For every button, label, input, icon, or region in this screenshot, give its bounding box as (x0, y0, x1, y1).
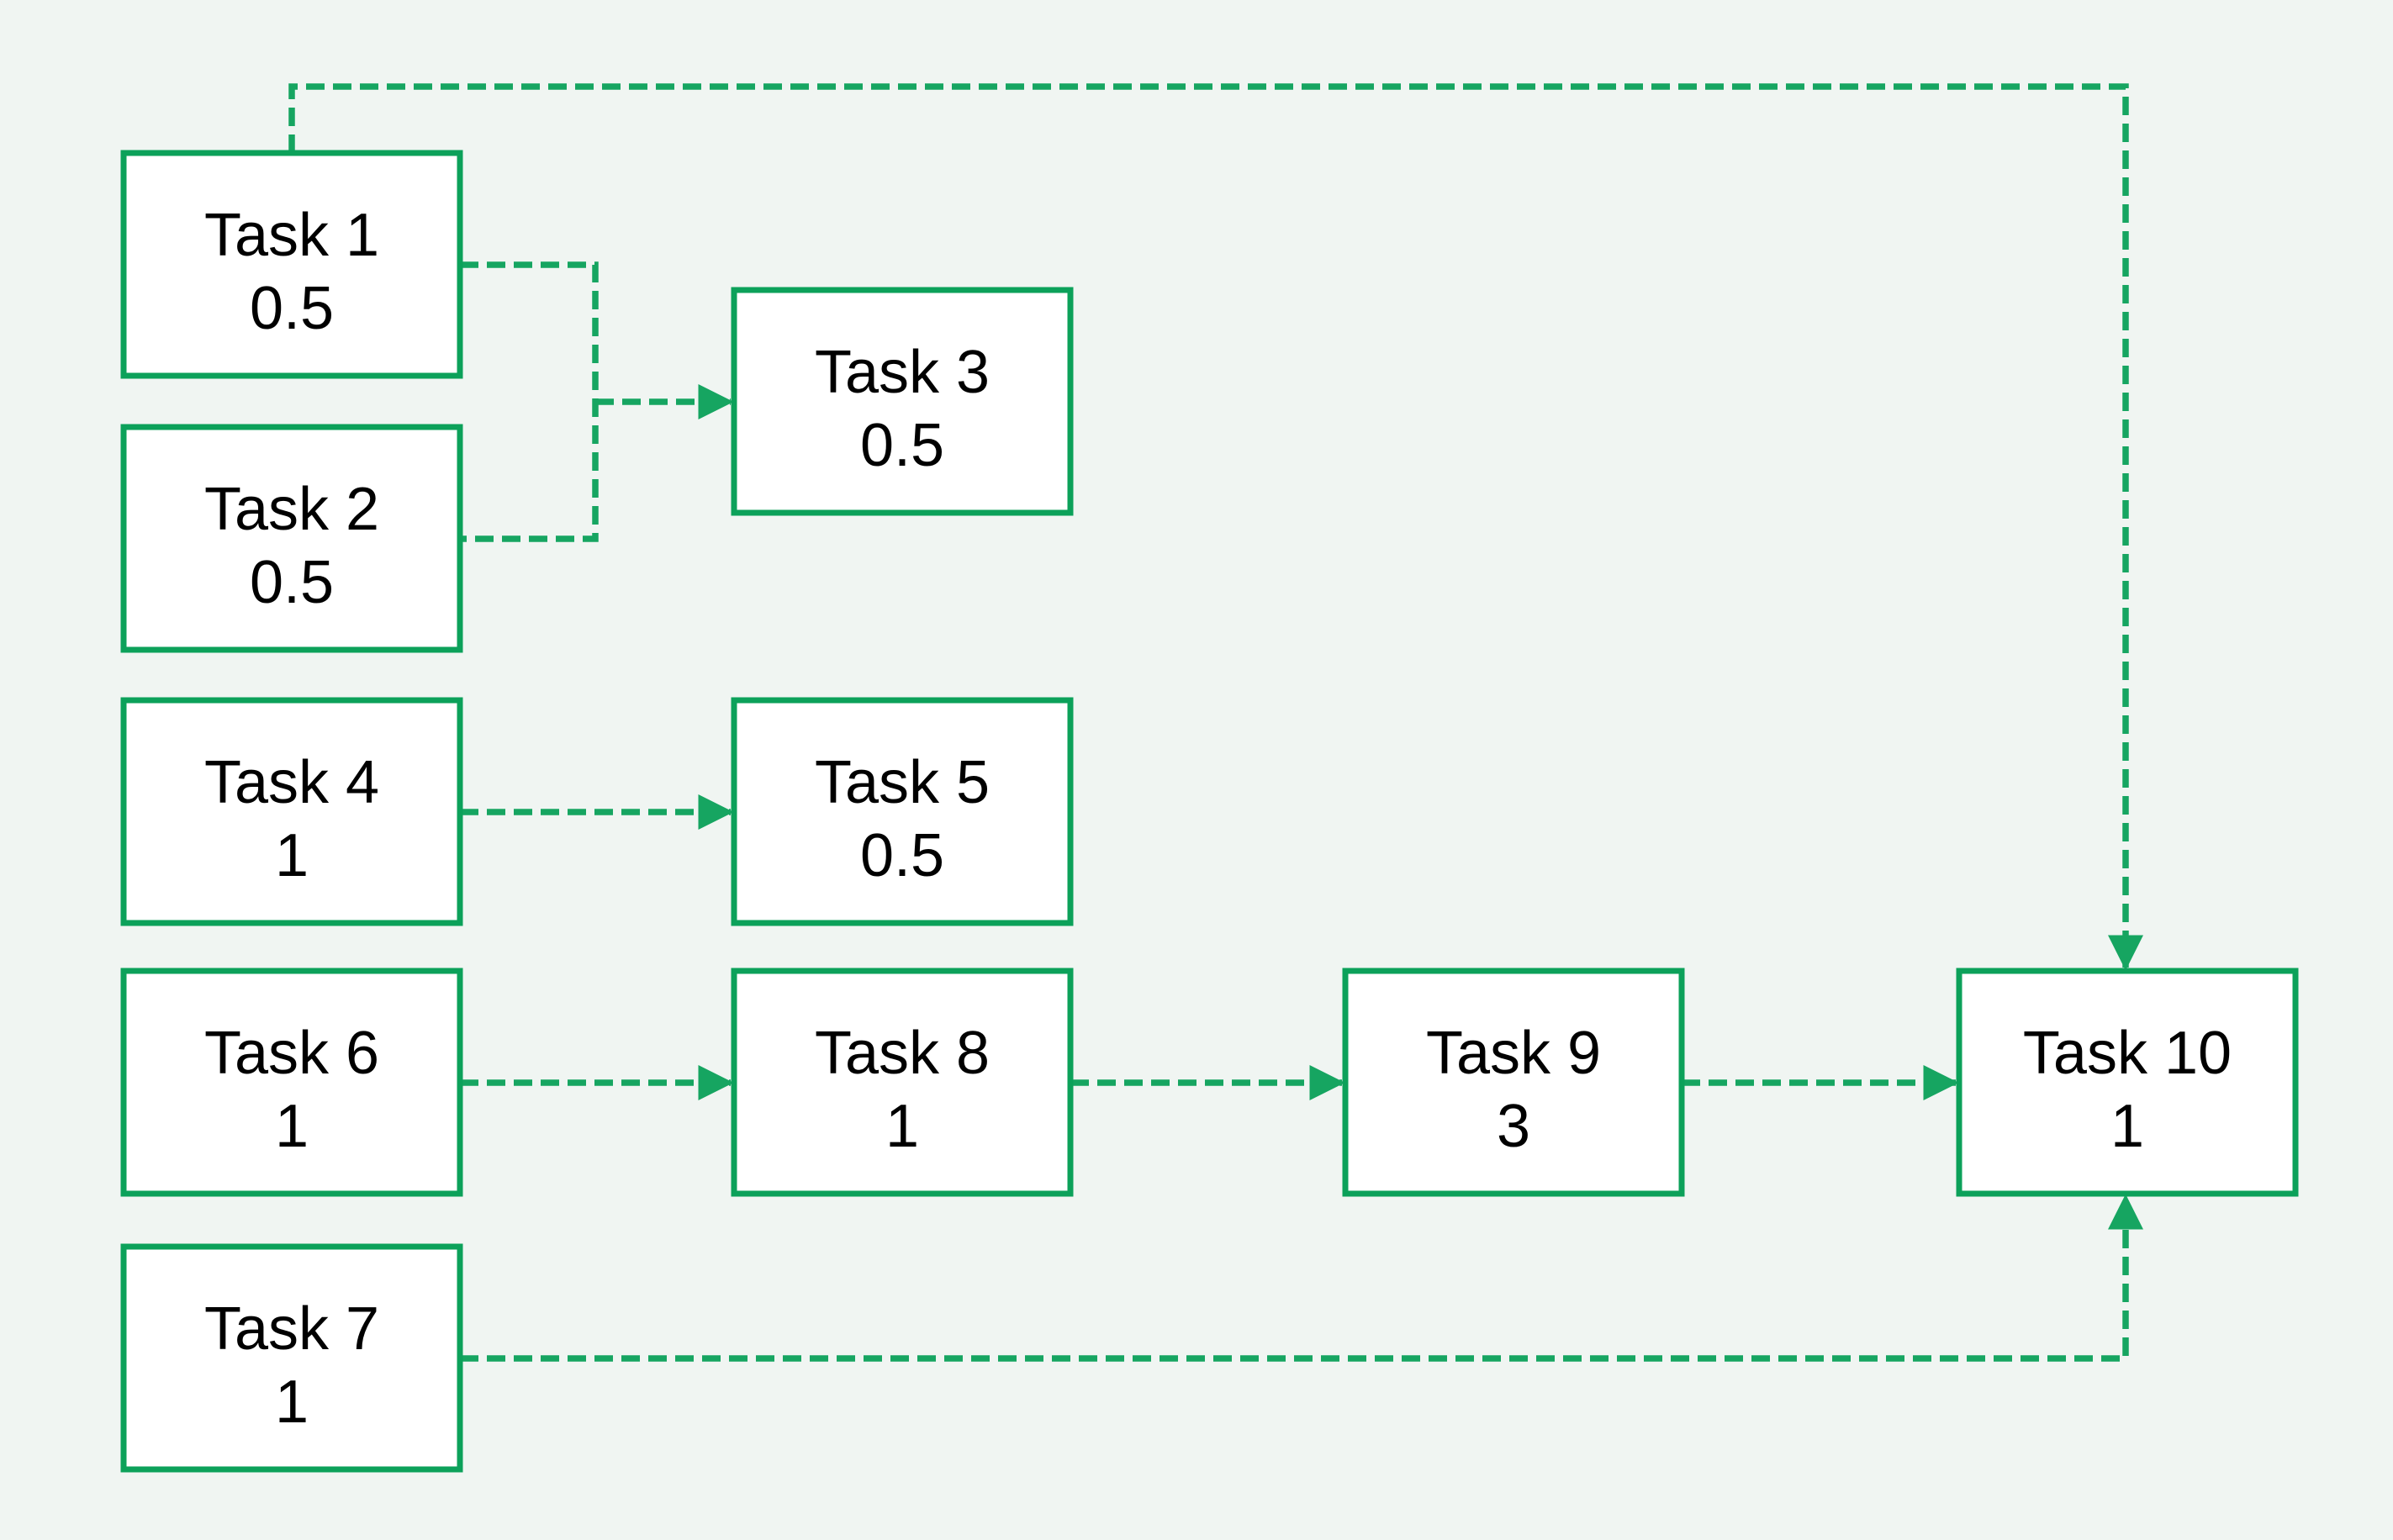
task-8-value: 1 (885, 1093, 919, 1160)
task-1-value: 0.5 (250, 275, 334, 342)
task-5-box[interactable] (731, 697, 1074, 926)
task-7-label: Task 7 (204, 1295, 379, 1363)
node-task-4: Task 4 1 (120, 697, 463, 926)
task-6-label: Task 6 (204, 1020, 379, 1087)
task-8-box[interactable] (731, 968, 1074, 1197)
node-task-8: Task 8 1 (731, 968, 1074, 1197)
node-task-3: Task 3 0.5 (731, 287, 1074, 516)
task-7-value: 1 (275, 1369, 309, 1436)
task-9-label: Task 9 (1426, 1020, 1601, 1087)
task-6-box[interactable] (120, 968, 463, 1197)
node-task-2: Task 2 0.5 (120, 424, 463, 653)
edge-task1-task10 (288, 83, 2143, 971)
task-2-box[interactable] (120, 424, 463, 653)
task-5-label: Task 5 (815, 749, 990, 816)
task-6-value: 1 (275, 1093, 309, 1160)
task-3-box[interactable] (731, 287, 1074, 516)
task-9-box[interactable] (1342, 968, 1685, 1197)
task-9-value: 3 (1497, 1093, 1530, 1160)
edge-task1-task2-merge (460, 261, 599, 542)
task-2-value: 0.5 (250, 549, 334, 616)
task-10-value: 1 (2110, 1093, 2144, 1160)
task-4-box[interactable] (120, 697, 463, 926)
task-2-label: Task 2 (204, 476, 379, 543)
node-task-10: Task 10 1 (1956, 968, 2299, 1197)
task-1-box[interactable] (120, 150, 463, 379)
task-10-label: Task 10 (2023, 1020, 2232, 1087)
node-task-5: Task 5 0.5 (731, 697, 1074, 926)
task-10-box[interactable] (1956, 968, 2299, 1197)
task-7-box[interactable] (120, 1243, 463, 1473)
node-task-9: Task 9 3 (1342, 968, 1685, 1197)
task-5-value: 0.5 (860, 822, 944, 889)
node-task-6: Task 6 1 (120, 968, 463, 1197)
task-4-label: Task 4 (204, 749, 379, 816)
task-4-value: 1 (275, 822, 309, 889)
edge-task7-task10 (460, 1194, 2143, 1362)
node-task-1: Task 1 0.5 (120, 150, 463, 379)
task-3-value: 0.5 (860, 412, 944, 479)
task-3-label: Task 3 (815, 339, 990, 406)
task-1-label: Task 1 (204, 202, 379, 269)
node-task-7: Task 7 1 (120, 1243, 463, 1473)
task-8-label: Task 8 (815, 1020, 990, 1087)
